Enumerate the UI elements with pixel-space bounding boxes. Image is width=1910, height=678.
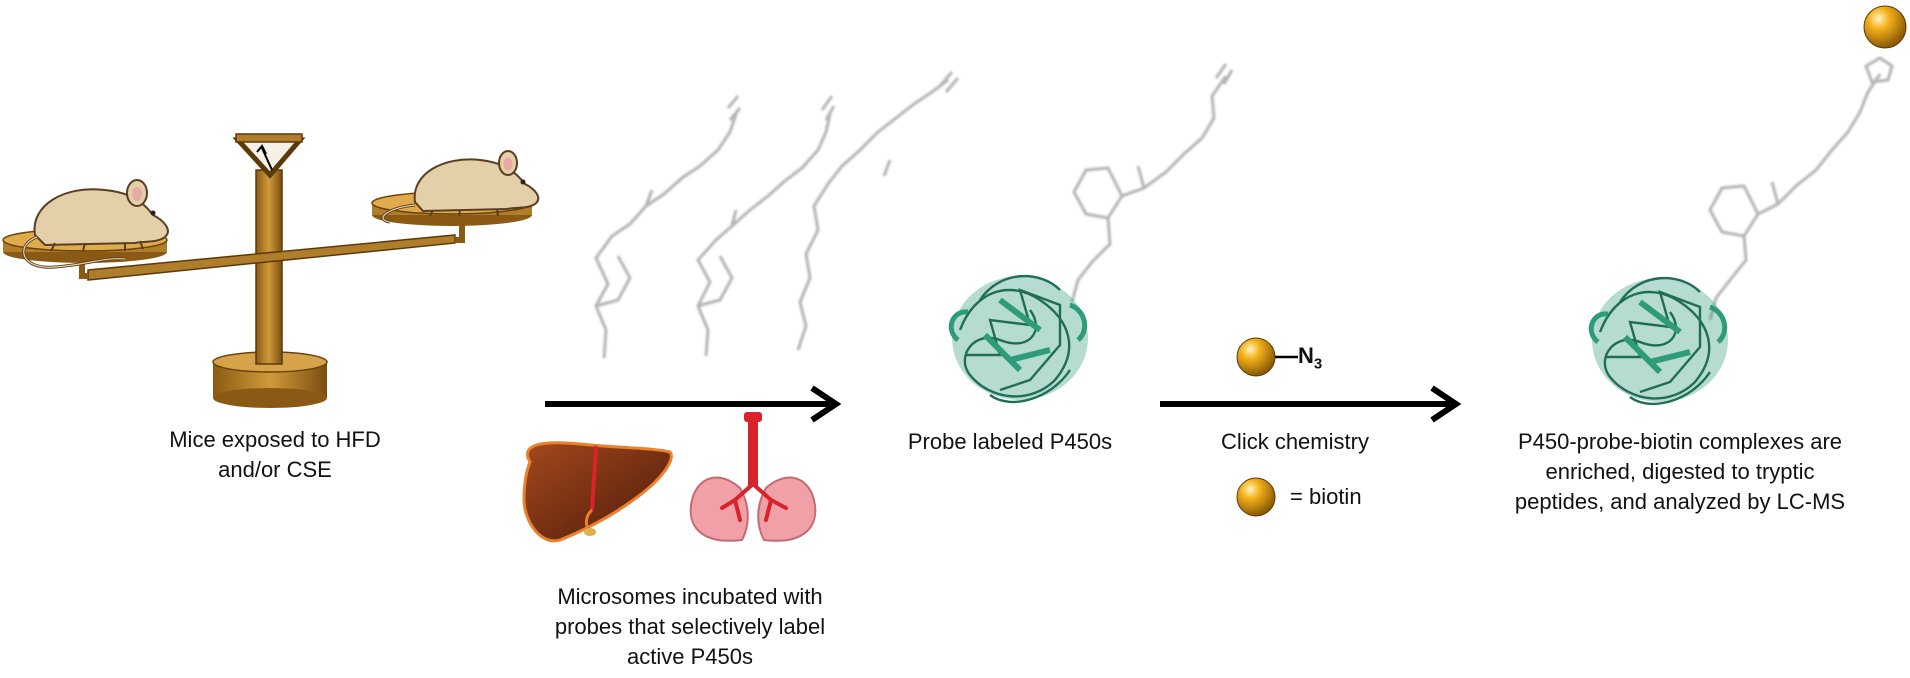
caption-enrichment: P450-probe-biotin complexes are enriched… — [1514, 429, 1846, 514]
mouse-icon — [381, 150, 540, 224]
mouse-icon — [22, 179, 169, 269]
biotin-bead-icon — [1236, 477, 1276, 517]
protein-icon — [1588, 276, 1728, 405]
azide-label: N3 — [1298, 343, 1323, 373]
biotin-bead-icon — [1863, 5, 1907, 49]
arrow-1 — [545, 385, 842, 423]
lungs-icon — [689, 412, 817, 542]
caption-microsomes: Microsomes incubated with probes that se… — [554, 584, 826, 669]
arrow-2 — [1160, 385, 1462, 423]
biotin-bead-icon — [1236, 337, 1298, 377]
caption-mice-exposure: Mice exposed to HFD and/or CSE — [169, 427, 381, 482]
biotin-legend: = biotin — [1290, 484, 1362, 509]
caption-probe-labeled: Probe labeled P450s — [907, 429, 1113, 454]
probe-molecules — [594, 56, 1894, 359]
protein-icon — [948, 274, 1088, 403]
liver-icon — [522, 441, 673, 543]
caption-click-chemistry: Click chemistry — [1221, 429, 1369, 454]
